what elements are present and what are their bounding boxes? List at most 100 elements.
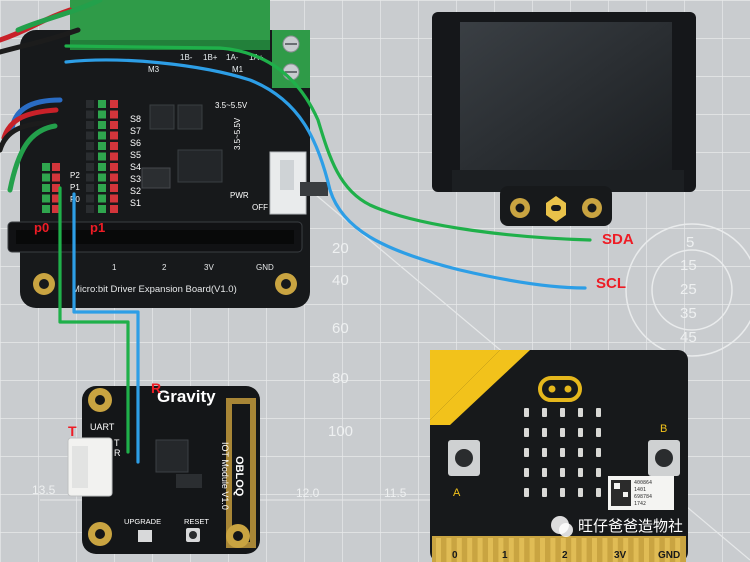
- obloq-module-name: OBLOQ: [233, 456, 245, 497]
- header-pin: [52, 173, 60, 182]
- led: [542, 488, 547, 497]
- wifi-chip: [155, 439, 189, 473]
- edge-finger: [550, 538, 556, 562]
- edge-finger: [592, 538, 597, 562]
- edge-pin-1: 1: [502, 550, 508, 561]
- lcd-display-module: [432, 12, 696, 226]
- header-pin: [86, 100, 94, 108]
- header-pin: [86, 173, 94, 182]
- edge-pads: [432, 536, 686, 562]
- header-pin: [52, 184, 60, 192]
- microbit-board: A B 400864 1401 698784 1742 0 1 2 3V GND: [430, 350, 688, 562]
- led: [560, 428, 565, 437]
- led: [542, 468, 547, 477]
- header-pin: [110, 131, 118, 140]
- edge-finger: [508, 538, 514, 562]
- watermark-text: 旺仔爸爸造物社: [578, 518, 683, 535]
- edge-finger: [633, 538, 639, 562]
- led: [596, 428, 601, 437]
- header-pin: [98, 152, 106, 161]
- mat-circle-number: 25: [680, 281, 697, 298]
- header-pin: [42, 173, 50, 182]
- sticker-line: 698784: [634, 494, 652, 500]
- button-a-label: A: [453, 487, 461, 499]
- header-pin: [86, 142, 94, 150]
- mat-number: 40: [332, 272, 349, 289]
- edge-finger: [612, 538, 618, 562]
- mat-number: 60: [332, 320, 349, 337]
- mat-circle-number: 45: [680, 329, 697, 346]
- mat-number: 12.0: [296, 486, 320, 500]
- header-pin: [98, 142, 106, 150]
- led: [578, 488, 583, 497]
- header-pin: [110, 121, 118, 129]
- terminal-label: 1B+: [203, 53, 218, 62]
- terminal-label: 1B-: [180, 53, 193, 62]
- edge-finger: [498, 538, 504, 562]
- header-pin: [110, 152, 118, 161]
- header-pin: [110, 194, 118, 203]
- edge-pin-3v: 3V: [614, 550, 627, 561]
- led: [524, 488, 529, 497]
- reset-label: RESET: [184, 517, 209, 526]
- sda-wire: [64, 44, 592, 242]
- edge-label: GND: [256, 263, 274, 272]
- mat-number: 100: [328, 423, 353, 440]
- header-pin: [98, 163, 106, 171]
- microbit-logo: [538, 376, 582, 402]
- led: [596, 488, 601, 497]
- edge-label: 2: [162, 263, 167, 272]
- led: [560, 448, 565, 457]
- edge-label: 1: [112, 263, 117, 272]
- upgrade-label: UPGRADE: [124, 517, 161, 526]
- header-pin: [98, 121, 106, 129]
- p-pin-label: P2: [70, 171, 80, 180]
- header-pin: [42, 194, 50, 203]
- annotation-scl: SCL: [596, 275, 626, 292]
- edge-finger: [467, 538, 473, 562]
- header-pin: [110, 205, 118, 213]
- edge-finger: [446, 538, 452, 562]
- header-pin: [52, 163, 60, 171]
- p0-wire: [58, 186, 130, 454]
- edge-finger: [644, 538, 649, 562]
- header-pin: [98, 184, 106, 192]
- annotation-p1: p1: [90, 220, 105, 235]
- edge-pin-gnd: GND: [658, 550, 680, 561]
- edge-finger: [519, 538, 525, 562]
- obloq-brand: Gravity: [157, 387, 216, 406]
- led: [542, 408, 547, 417]
- watermark: 旺仔爸爸造物社: [551, 516, 683, 537]
- expansion-board: 1B- 1B+ 1A- 1A+ M3 M1 S8 S7 S6 S5 S4 S3 …: [7, 0, 328, 308]
- board-title: Micro:bit Driver Expansion Board(V1.0): [72, 284, 237, 295]
- sticker-line: 1742: [634, 501, 646, 507]
- mat-circle-number: 15: [680, 257, 697, 274]
- upgrade-button[interactable]: [138, 530, 152, 542]
- annotation-t: T: [68, 423, 77, 439]
- header-pin: [110, 173, 118, 182]
- obloq-module: Gravity OBLOQ IOT Module V1.0 UART T R U…: [67, 386, 260, 554]
- edge-finger: [540, 538, 545, 562]
- header-pin: [42, 163, 50, 171]
- led: [596, 468, 601, 477]
- motor-label: M1: [232, 65, 244, 74]
- obloq-module-version: IOT Module V1.0: [220, 442, 230, 510]
- header-pin: [98, 194, 106, 203]
- button-b-label: B: [660, 423, 667, 435]
- servo-pin-label: S3: [130, 174, 141, 184]
- edge-finger: [560, 538, 566, 562]
- lcd-screen: [460, 22, 672, 172]
- led: [524, 428, 529, 437]
- header-pin: [42, 205, 50, 213]
- header-pin: [86, 110, 94, 119]
- annotation-p0: p0: [34, 220, 49, 235]
- annotation-sda: SDA: [602, 231, 634, 248]
- uart-label: UART: [90, 422, 115, 432]
- header-pin: [98, 110, 106, 119]
- edge-finger: [581, 538, 587, 562]
- edge-finger: [654, 538, 660, 562]
- led: [578, 428, 583, 437]
- header-pin: [110, 142, 118, 150]
- header-pin: [86, 131, 94, 140]
